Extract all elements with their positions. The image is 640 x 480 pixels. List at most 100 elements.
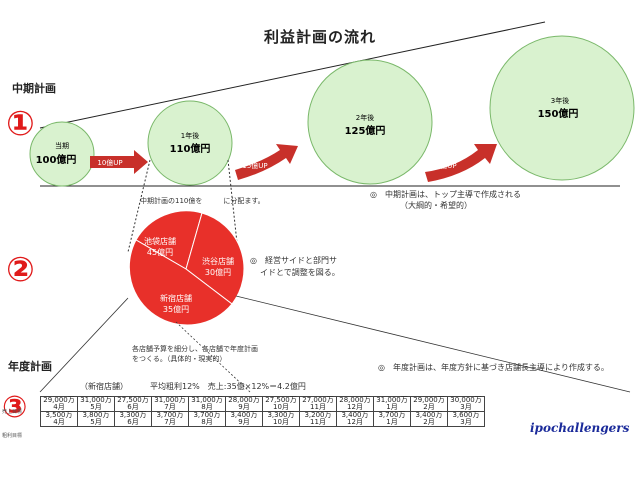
pie-label-value: 35億円: [163, 304, 189, 314]
cell-value: 31,000万: [376, 396, 408, 404]
step-number-2: ②: [6, 250, 35, 290]
midterm-note-2: （大綱的・希望的）: [400, 201, 472, 210]
cell-month: 10月: [273, 403, 289, 411]
cell-month: 10月: [273, 418, 289, 426]
circle-value-label: 125億円: [345, 124, 386, 137]
arrow-label: 25億UP: [431, 161, 456, 170]
envelope-top-line: [39, 21, 546, 129]
cell-value: 27,500万: [265, 396, 297, 404]
brand-watermark: ipochallengers: [530, 421, 630, 435]
step-number-3: ③: [2, 390, 28, 425]
pie-chart: 池袋店舗 45億円 渋谷店舗 30億円 新宿店舗 35億円: [128, 210, 245, 326]
cell-value: 28,000万: [228, 396, 260, 404]
cell-value: 3,400万: [415, 411, 443, 419]
annual-store-name: （新宿店舗）: [80, 382, 128, 391]
pie-slice-ikebukuro: [135, 210, 203, 270]
cell-month: 8月: [201, 403, 213, 411]
diagram-title: 利益計画の流れ: [263, 28, 376, 46]
row-label-profit: 粗利目標: [2, 433, 23, 439]
store-caption-2: をつくる。（具体的・現実的）: [132, 355, 227, 363]
annual-note: ◎ 年度計画は、年度方針に基づき店舗長主導により作成する。: [378, 363, 609, 372]
cell-month: 4月: [53, 418, 65, 426]
circle-year-label: 2年後: [356, 113, 374, 122]
cell-value: 31,000万: [80, 396, 112, 404]
fan-line-right: [235, 295, 631, 393]
cell-value: 3,400万: [230, 411, 258, 419]
circle-year-label: 3年後: [551, 96, 569, 105]
pie-label-value: 45億円: [147, 247, 173, 257]
cell-value: 31,000万: [191, 396, 223, 404]
annual-formula: 平均粗利12% 売上:35億×12%＝4.2億円: [150, 382, 306, 391]
arrow-label: 10億UP: [97, 158, 122, 167]
circle-value-label: 100億円: [36, 153, 77, 166]
pie-label-name: 渋谷店舗: [202, 256, 234, 266]
section-annual-label: 年度計画: [8, 360, 52, 373]
fan-line-left: [39, 297, 129, 393]
cell-month: 1月: [386, 403, 398, 411]
cell-month: 9月: [238, 418, 250, 426]
cell-month: 2月: [423, 403, 435, 411]
pie-slice-shibuya: [185, 212, 245, 305]
cell-month: 9月: [238, 403, 250, 411]
cell-month: 1月: [386, 418, 398, 426]
cell-value: 3,200万: [304, 411, 332, 419]
cell-month: 7月: [164, 403, 176, 411]
cell-month: 12月: [347, 418, 363, 426]
cell-value: 3,700万: [378, 411, 406, 419]
store-caption: 各店舗予算を細分し、各店舗で年度計画: [132, 345, 258, 353]
cell-value: 29,000万: [413, 396, 445, 404]
pie-slice-shinjuku: [128, 239, 233, 326]
pie-label-value: 30億円: [205, 267, 231, 277]
arrow-10up: 10億UP: [90, 150, 148, 174]
cell-month: 3月: [460, 403, 472, 411]
cell-value: 29,000万: [43, 396, 75, 404]
circle-value-label: 150億円: [538, 107, 579, 120]
cell-value: 3,300万: [267, 411, 295, 419]
cell-value: 30,000万: [450, 396, 482, 404]
cell-value: 3,700万: [193, 411, 221, 419]
cell-month: 7月: [164, 418, 176, 426]
cell-value: 3,400万: [341, 411, 369, 419]
cell-month: 5月: [90, 403, 102, 411]
cell-month: 11月: [310, 418, 326, 426]
cell-value: 3,700万: [156, 411, 184, 419]
circle-year-label: 1年後: [181, 131, 199, 140]
pie-label-name: 池袋店舗: [144, 236, 176, 246]
pie-note: ◎ 経営サイドと部門サ: [250, 256, 337, 265]
circle-value-label: 110億円: [170, 142, 211, 155]
arrow-25up: 25億UP: [425, 144, 497, 182]
pie-note-2: イドとで調整を図る。: [260, 268, 340, 277]
cell-month: 4月: [53, 403, 65, 411]
cell-value: 3,800万: [82, 411, 110, 419]
cell-month: 2月: [423, 418, 435, 426]
dashed-connector-right: [227, 159, 239, 253]
cell-value: 28,000万: [339, 396, 371, 404]
cell-month: 3月: [460, 418, 472, 426]
breakdown-caption: 中期計画の110億を に分配ます。: [140, 197, 265, 205]
cell-value: 31,000万: [154, 396, 186, 404]
cell-month: 5月: [90, 418, 102, 426]
cell-month: 12月: [347, 403, 363, 411]
cell-value: 27,000万: [302, 396, 334, 404]
